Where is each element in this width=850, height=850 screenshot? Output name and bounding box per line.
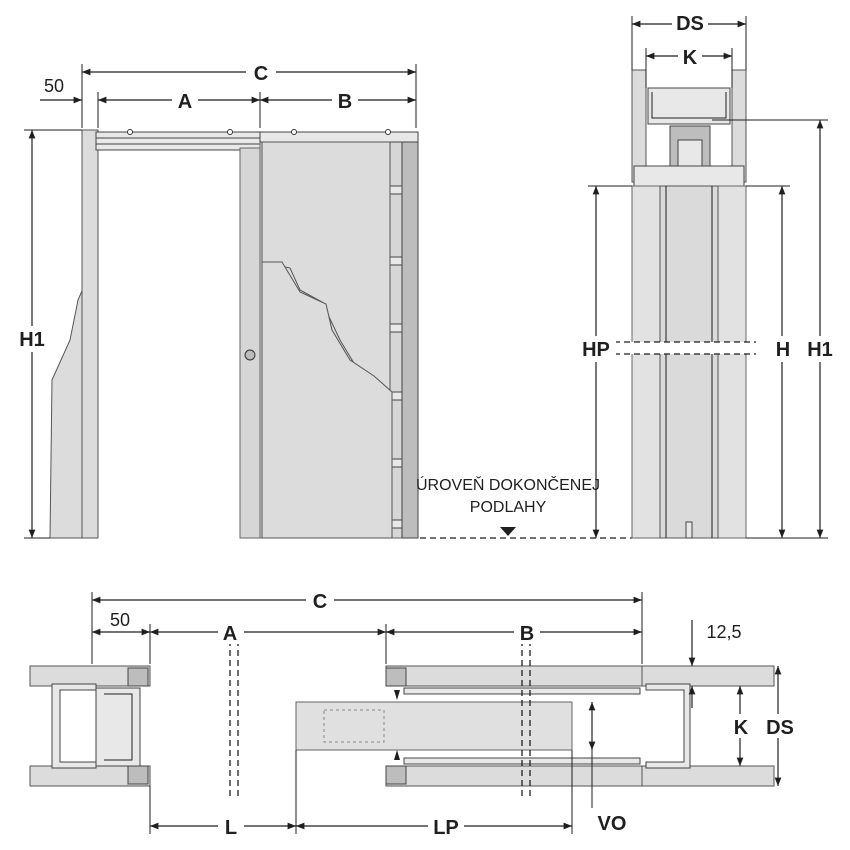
plan-wall-far-bottom: [641, 765, 775, 787]
label-50: 50: [44, 76, 64, 96]
label-C: C: [254, 63, 268, 85]
label-DS-section: DS: [676, 13, 704, 35]
label-bg: [428, 814, 464, 838]
label-bg: [802, 336, 840, 362]
plan-wall-far-top: [641, 665, 775, 687]
plan-label-12-5: 12,5: [706, 622, 741, 642]
section-board-left: [631, 185, 661, 539]
label-bg: [218, 814, 244, 838]
label-H1-section: H1: [807, 339, 833, 361]
floor-label-line2: PODLAHY: [470, 499, 547, 516]
pocket-clip: [385, 765, 407, 785]
label-bg: [576, 336, 616, 362]
plan-label-L: L: [225, 817, 237, 839]
door-handle-icon: [244, 349, 256, 361]
label-bg: [218, 620, 244, 644]
label-H: H: [776, 339, 790, 361]
jamb-clip: [127, 667, 149, 687]
rail-inner: [651, 92, 727, 119]
plan-wall-right-bottom: [385, 765, 643, 787]
label-bg: [678, 44, 702, 68]
break-band: [626, 342, 754, 354]
plan-label-50: 50: [110, 610, 130, 630]
left-jamb-profile: [51, 683, 97, 769]
plan-label-VO: VO: [598, 813, 627, 835]
screw-icon: [127, 129, 133, 135]
label-bg: [514, 620, 540, 644]
floor-label-line1: ÚROVEŇ DOKONČENEJ: [416, 475, 600, 494]
plan-label-A: A: [223, 623, 237, 645]
elevation-view: C A B 50 H1 ÚROVEŇ DOKONČENEJ PODLAHY: [14, 60, 632, 539]
plan-wall-right-top: [385, 665, 643, 687]
label-HP: HP: [582, 339, 610, 361]
door-leaf-section: [659, 185, 719, 539]
label-bg: [762, 714, 798, 738]
label-bg: [770, 336, 796, 362]
left-jamb-core: [95, 687, 141, 767]
label-bg: [172, 88, 198, 112]
label-bg: [306, 588, 334, 612]
jamb-clip: [127, 765, 149, 785]
pocket-clip: [385, 667, 407, 687]
label-bg: [246, 60, 276, 84]
label-bg: [730, 714, 752, 738]
plan-view: C 50 A B 12,5 K DS VO L: [29, 588, 798, 839]
section-view: DS K HP H H1: [576, 10, 840, 539]
pocket-top-rail: [259, 131, 419, 143]
screw-icon: [385, 129, 391, 135]
section-wall-top-right: [731, 69, 747, 183]
plan-label-C: C: [313, 591, 327, 613]
screw-icon: [291, 129, 297, 135]
stop-icon: [394, 690, 400, 700]
stop-icon: [394, 750, 400, 760]
floor-marker-icon: [500, 527, 516, 536]
label-A: A: [178, 91, 192, 113]
label-bg: [332, 88, 358, 112]
plan-label-DS: DS: [766, 717, 794, 739]
label-H1: H1: [19, 329, 45, 351]
screw-icon: [227, 129, 233, 135]
plan-label-B: B: [520, 623, 534, 645]
section-board-right: [717, 185, 747, 539]
end-profile: [645, 683, 691, 769]
trolley-wheel: [677, 139, 703, 169]
label-bg: [14, 326, 52, 352]
header-bracket: [633, 165, 745, 187]
plan-label-K: K: [734, 717, 749, 739]
section-wall-top-left: [631, 69, 647, 183]
label-bg: [672, 10, 708, 34]
plaster-patch: [261, 261, 393, 539]
floor-guide: [685, 521, 693, 539]
rail-profile: [647, 87, 731, 125]
top-header-rail-inner: [95, 137, 267, 145]
left-wall-edge: [81, 129, 99, 539]
door-jamb: [239, 147, 263, 539]
door-leaf-hidden: [323, 709, 385, 743]
left-jamb-inner: [104, 693, 133, 761]
label-B: B: [338, 91, 352, 113]
plan-label-LP: LP: [433, 817, 459, 839]
label-K-section: K: [683, 47, 698, 69]
